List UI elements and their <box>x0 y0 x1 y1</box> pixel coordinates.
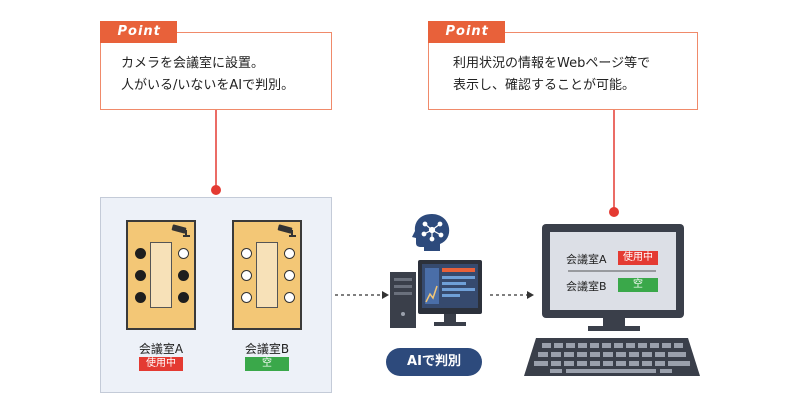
room-a-label: 会議室A <box>138 342 184 356</box>
callout-line-2: 人がいる/いないをAIで判別。 <box>121 78 295 93</box>
seat-occupied <box>178 270 189 281</box>
callout-box-right: Point 利用状況の情報をWebページ等で 表示し、確認することが可能。 <box>427 21 698 110</box>
seat-empty <box>284 270 295 281</box>
right-connector-dot <box>609 207 619 217</box>
room-b-label: 会議室B <box>244 342 290 356</box>
callout-box-left: Point カメラを会議室に設置。 人がいる/いないをAIで判別。 <box>99 21 332 110</box>
seat-empty <box>284 292 295 303</box>
arrow-head-right <box>527 291 534 299</box>
cctv-camera-icon <box>277 224 296 237</box>
monitor-room-b-badge: 空 <box>618 278 658 292</box>
meeting-table <box>256 242 278 308</box>
monitor-room-a-label: 会議室A <box>566 253 607 266</box>
seat-occupied <box>135 270 146 281</box>
seat-empty <box>241 292 252 303</box>
meeting-rooms-panel: 会議室A 使用中 会議室B 空 <box>100 197 332 393</box>
cctv-camera-icon <box>171 224 190 237</box>
room-a-floorplan <box>126 220 196 330</box>
point-tag: Point <box>99 21 177 43</box>
desktop-computer-icon <box>390 260 482 328</box>
room-b-floorplan <box>232 220 302 330</box>
meeting-table <box>150 242 172 308</box>
monitor-icon <box>542 224 684 331</box>
monitor-room-b-label: 会議室B <box>566 280 607 293</box>
seat-empty <box>241 270 252 281</box>
callout-line-1: 利用状況の情報をWebページ等で <box>453 56 651 71</box>
left-connector-dot <box>211 185 221 195</box>
seat-occupied <box>135 248 146 259</box>
seat-occupied <box>178 292 189 303</box>
room-a-status-badge: 使用中 <box>139 357 183 371</box>
seat-empty <box>284 248 295 259</box>
point-tag: Point <box>427 21 505 43</box>
arrow-head-left <box>382 291 389 299</box>
seat-empty <box>178 248 189 259</box>
monitor-room-a-badge: 使用中 <box>618 251 658 265</box>
ai-brain-icon <box>412 214 450 251</box>
ai-judgment-label: AIで判別 <box>386 348 482 376</box>
keyboard-icon <box>524 338 700 376</box>
room-b-status-badge: 空 <box>245 357 289 371</box>
seat-occupied <box>135 292 146 303</box>
callout-line-1: カメラを会議室に設置。 <box>121 56 265 71</box>
callout-line-2: 表示し、確認することが可能。 <box>453 78 636 93</box>
seat-empty <box>241 248 252 259</box>
